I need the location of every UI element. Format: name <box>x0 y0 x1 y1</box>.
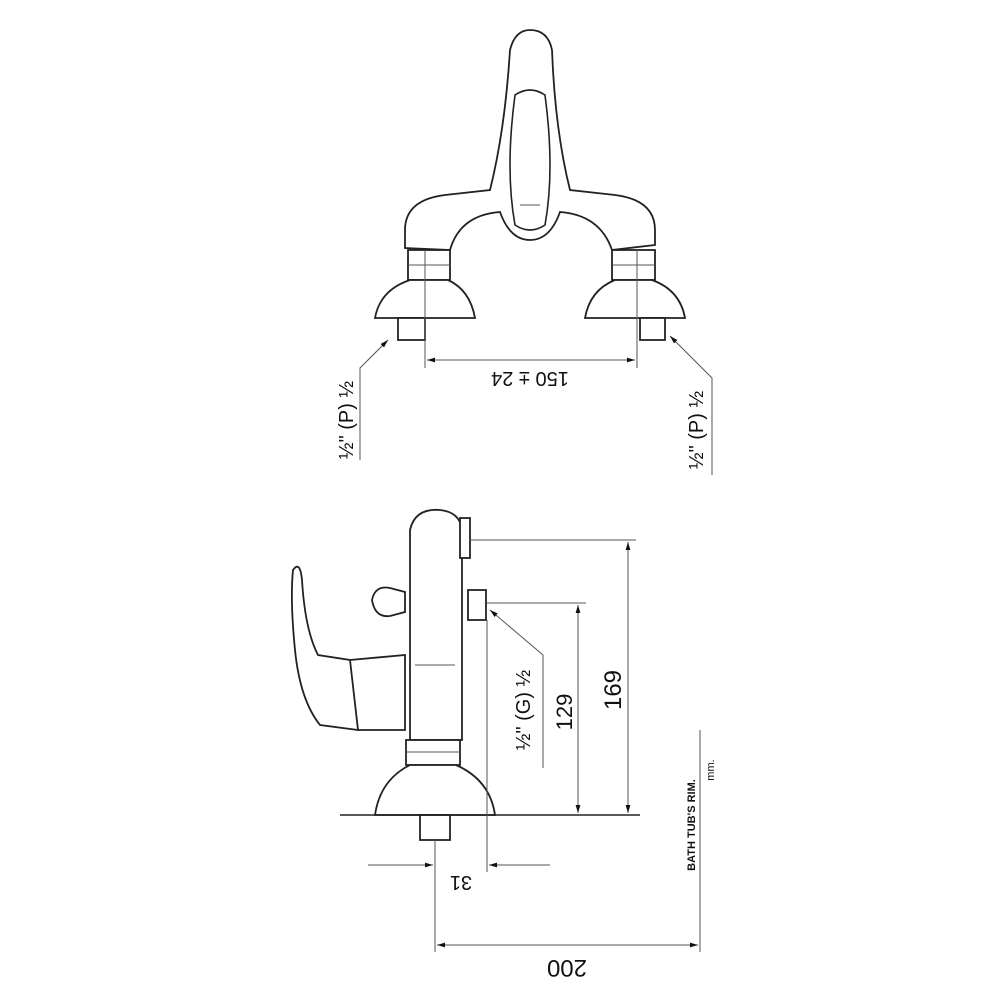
depth-label: 200 <box>547 954 587 981</box>
lever-outline <box>509 89 551 231</box>
left-inlet <box>373 249 477 368</box>
right-inlet <box>583 249 687 368</box>
right-inlet-label: ½" (P) ½ <box>686 391 708 470</box>
handle-hub <box>349 654 406 731</box>
handle-lever <box>290 565 361 732</box>
outlet-thread-label: ½" (G) ½ <box>513 669 535 750</box>
offset-label: 31 <box>450 871 472 893</box>
units-label: mm. <box>705 759 717 780</box>
front-view: 150 ± 24 ½" (P) ½ ½" (P) ½ <box>336 29 713 475</box>
mixer-body <box>404 29 656 251</box>
diverter-knob <box>371 586 406 618</box>
height-total-label: 169 <box>600 670 627 710</box>
spacing-dimension-label: 150 ± 24 <box>491 367 569 389</box>
body-side <box>409 508 463 741</box>
height-outlet-label: 129 <box>552 694 577 731</box>
side-view: 129 169 ½" (G) ½ 31 200 BATH TUB'S RIM. … <box>290 508 717 981</box>
rim-label: BATH TUB'S RIM. <box>686 779 698 871</box>
left-inlet-label: ½" (P) ½ <box>336 381 358 460</box>
